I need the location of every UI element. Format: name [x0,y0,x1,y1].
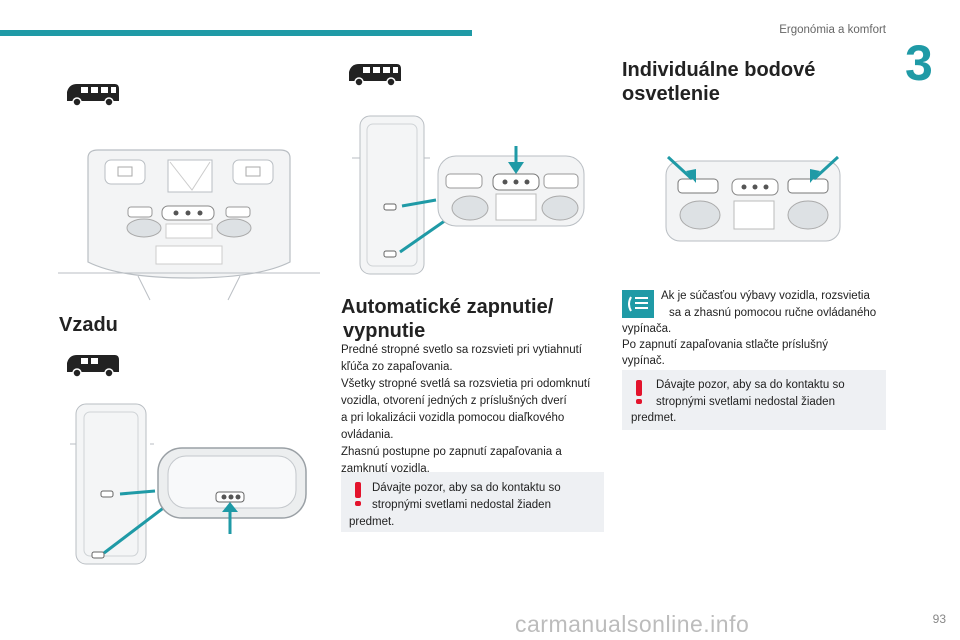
heading-auto-line1: Automatické zapnutie/ [341,296,554,318]
heading-individual-line2: osvetlenie [622,83,720,105]
auto-text-line: vozidla, otvorení jedných z príslušných … [341,395,567,407]
auto-light-illustration [352,115,585,275]
heading-individual: Individuálne bodové osvetlenie [622,58,815,106]
auto-text-line: Zhasnú postupne po zapnutí zapaľovania a [341,446,562,458]
info-line: vypínač. [622,355,665,367]
van-short-icon [67,355,119,378]
info-line: sa a zhasnú pomocou ručne ovládaného [669,307,877,319]
auto-text-line: ovládania. [341,429,394,441]
warning-line: Dávajte pozor, aby sa do kontaktu so [656,379,845,391]
warning-exclamation-icon [355,482,361,506]
auto-text-line: Všetky stropné svetlá sa rozsvietia pri … [341,378,591,390]
section-title: Ergonómia a komfort [779,24,886,36]
van-long-icon [67,84,119,107]
heading-auto-line2: vypnutie [343,320,426,342]
chapter-number: 3 [905,35,933,91]
auto-text-line: Predné stropné svetlo sa rozsvieti pri v… [341,344,582,356]
page-number: 93 [932,612,946,626]
rear-light-illustration [70,403,307,565]
info-line: vypínača. [622,323,672,335]
info-line: Ak je súčasťou výbavy vozidla, rozsvieti… [661,290,870,302]
info-light-icon [622,290,654,318]
heading-auto: Automatické zapnutie/ vypnutie [341,295,553,343]
heading-individual-line1: Individuálne bodové [622,59,816,81]
warning-box-right: Dávajte pozor, aby sa do kontaktu so str… [622,370,886,430]
warning-box-middle: Dávajte pozor, aby sa do kontaktu so str… [341,472,604,532]
auto-text-line: a pri lokalizácii vozidla pomocou diaľko… [341,412,565,424]
van-long-icon-2 [349,64,401,87]
auto-text-line: kľúča zo zapaľovania. [341,361,453,373]
watermark: carmanualsonline.info [515,611,750,637]
individual-light-illustration [665,155,841,242]
warning-line: stropnými svetlami nedostal žiaden [656,396,835,408]
front-ceiling-light-illustration [58,149,320,301]
auto-paragraph: Predné stropné svetlo sa rozsvieti pri v… [341,342,606,478]
warning-line: predmet. [349,516,395,528]
warning-exclamation-icon [636,380,642,404]
warning-line: stropnými svetlami nedostal žiaden [372,499,551,511]
top-accent-bar [0,30,472,36]
heading-vzadu: Vzadu [59,314,118,336]
warning-line: Dávajte pozor, aby sa do kontaktu so [372,482,561,494]
warning-line: predmet. [631,412,677,424]
info-line: Po zapnutí zapaľovania stlačte príslušný [622,339,829,351]
